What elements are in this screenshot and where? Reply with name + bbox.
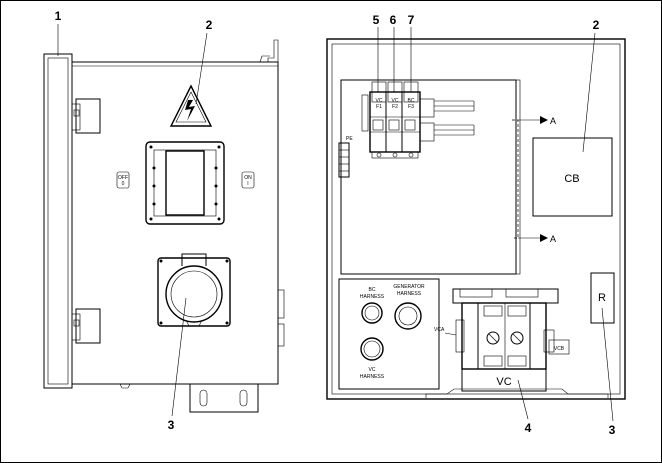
arrow-a-bottom-head bbox=[540, 234, 548, 242]
arrow-a-top-label: A bbox=[550, 116, 556, 126]
hinge-bottom bbox=[71, 308, 101, 344]
off-label: OFF bbox=[118, 175, 128, 181]
fuse-holders bbox=[361, 81, 435, 159]
bc-harness-label-1: BC bbox=[369, 287, 376, 293]
fuse1-label-top: VC bbox=[376, 98, 383, 104]
lightning-bolt-icon bbox=[185, 100, 195, 121]
door-flange-inner bbox=[47, 57, 69, 385]
callout-right-6: 6 bbox=[390, 13, 397, 27]
top-bracket bbox=[267, 39, 279, 62]
callout-left-2: 2 bbox=[206, 18, 213, 32]
leader-right-3 bbox=[601, 307, 614, 422]
callout-right-5: 5 bbox=[373, 13, 380, 27]
main-switch-window bbox=[145, 141, 225, 225]
generator-harness-port bbox=[394, 302, 422, 330]
vc-harness-label-2: HARNESS bbox=[360, 374, 385, 380]
interior-view: PE bbox=[326, 13, 626, 437]
callout-left-1: 1 bbox=[55, 9, 62, 23]
arrow-a-bottom-label: A bbox=[550, 234, 556, 244]
mounting-plate bbox=[340, 79, 517, 275]
gen-harness-label-2: HARNESS bbox=[397, 291, 422, 297]
leader-left-2 bbox=[195, 32, 208, 105]
wires bbox=[434, 100, 475, 136]
section-line bbox=[512, 119, 519, 239]
pe-terminal bbox=[338, 142, 350, 178]
arrow-a-top-head bbox=[540, 116, 548, 124]
on-label-box bbox=[241, 171, 255, 189]
hinge-top bbox=[71, 98, 101, 134]
callout-right-3: 3 bbox=[609, 423, 616, 437]
fuse3-label-bottom: F3 bbox=[408, 104, 414, 110]
vcb-box bbox=[548, 339, 570, 355]
foot-slot-2 bbox=[239, 389, 248, 407]
vc-harness-port bbox=[360, 337, 384, 361]
on-symbol: I bbox=[247, 181, 248, 187]
on-label: ON bbox=[244, 175, 252, 181]
pe-label: PE bbox=[346, 136, 353, 142]
callout-right-2: 2 bbox=[593, 18, 600, 32]
fuse2-label-top: VC bbox=[392, 98, 399, 104]
gen-harness-label-1: GENERATOR bbox=[393, 284, 425, 290]
warning-triangle-inner bbox=[175, 91, 207, 123]
interior-outer-frame bbox=[326, 38, 626, 400]
callout-left-3: 3 bbox=[168, 418, 175, 432]
fuse3-label-top: BC bbox=[408, 98, 415, 104]
vca-leader bbox=[444, 332, 457, 336]
front-view: OFF 0 ON I 1 2 3 bbox=[43, 9, 285, 432]
harness-panel bbox=[338, 278, 440, 390]
bc-harness-port bbox=[361, 302, 383, 324]
vcb-label: VCB bbox=[554, 346, 565, 352]
side-bump-2 bbox=[277, 323, 285, 347]
callout-right-4: 4 bbox=[525, 421, 532, 435]
r-label: R bbox=[598, 292, 606, 304]
leader-4 bbox=[517, 379, 529, 420]
callout-right-7: 7 bbox=[408, 13, 415, 27]
fuse2-label-bottom: F2 bbox=[392, 104, 398, 110]
fuse1-label-bottom: F1 bbox=[376, 104, 382, 110]
power-socket bbox=[157, 253, 231, 327]
off-symbol: 0 bbox=[122, 181, 125, 187]
interior-inner-frame bbox=[331, 43, 621, 395]
cb-label: CB bbox=[564, 173, 579, 185]
leader-right-2 bbox=[582, 32, 596, 153]
r-box bbox=[590, 272, 615, 324]
vca-label: VCA bbox=[434, 327, 445, 333]
mounting-plate-edge bbox=[515, 79, 521, 275]
side-bump-1 bbox=[277, 289, 285, 319]
foot-slot-1 bbox=[199, 389, 208, 407]
leader-left-3 bbox=[171, 297, 187, 417]
bottom-nub bbox=[119, 383, 131, 389]
off-label-box bbox=[116, 171, 130, 189]
vc-contactor bbox=[425, 288, 609, 398]
enclosure-body bbox=[71, 61, 279, 385]
warning-triangle-icon bbox=[169, 84, 213, 127]
vc-label: VC bbox=[496, 376, 511, 388]
bottom-foot bbox=[189, 384, 259, 413]
top-bracket-lip bbox=[259, 55, 270, 63]
vc-harness-label-1: VC bbox=[369, 367, 376, 373]
cb-box bbox=[532, 137, 613, 217]
bc-harness-label-2: HARNESS bbox=[360, 294, 385, 300]
